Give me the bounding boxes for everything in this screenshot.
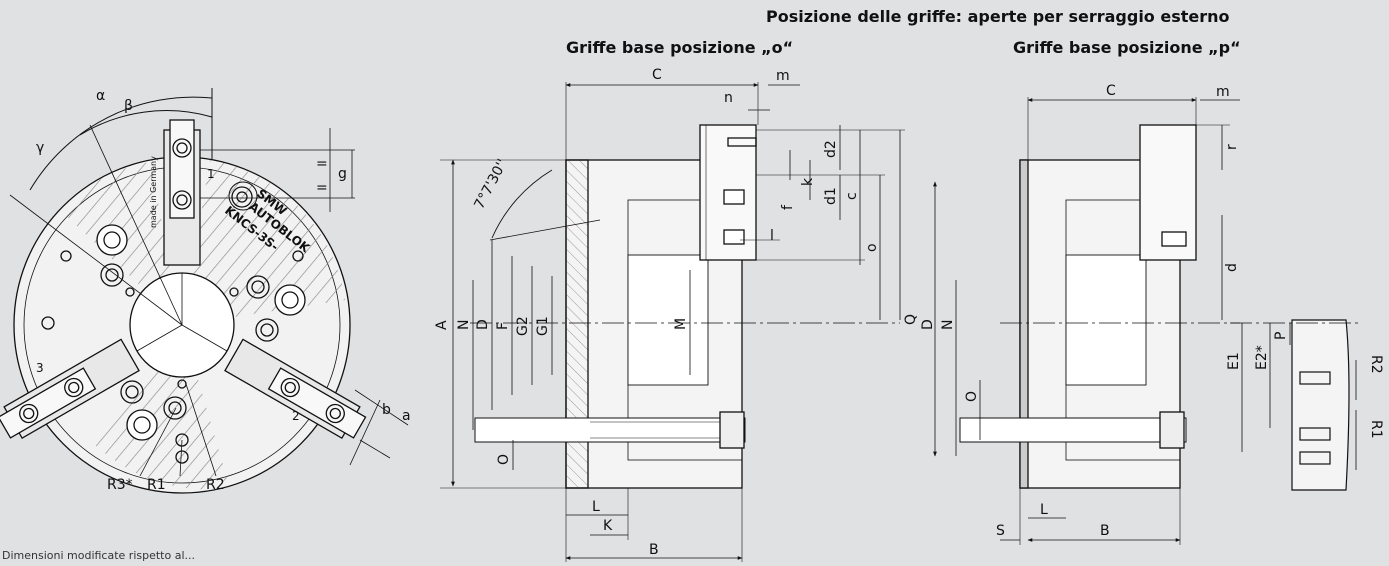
dim-L-o: L [592,499,600,515]
position-title: Posizione delle griffe: aperte per serra… [766,7,1230,26]
gamma-label: γ [36,140,44,156]
dim-O-p: O [964,391,980,402]
jaw-number-2: 2 [292,409,300,423]
dim-d: d [1224,263,1240,272]
dim-o: o [864,243,880,252]
dim-K: K [603,518,613,534]
dim-A: A [434,320,450,330]
dim-L-p: L [1040,502,1048,518]
alpha-label: α [96,88,105,104]
a-label: a [402,408,411,424]
jaw-number-1: 1 [207,167,215,181]
dim-G1: G1 [535,316,551,336]
dim-N-o: N [456,320,472,330]
dim-d2: d2 [823,140,839,158]
dim-G2: G2 [515,316,531,336]
b-label: b [382,402,391,418]
front-view [0,88,409,494]
dim-k: k [800,177,816,186]
dim-Q: Q [903,314,919,325]
dim-l: l [770,228,774,244]
dim-E2: E2* [1254,345,1270,370]
made-in-germany: made in Germany [149,156,158,228]
dim-d1: d1 [823,187,839,205]
beta-label: β [124,98,133,114]
r2-label: R2 [206,477,225,493]
g-label: g [338,166,347,182]
dim-B-p: B [1100,523,1110,539]
dim-r: r [1224,144,1240,150]
dim-m-o: m [776,68,790,84]
r1-label: R1 [147,477,166,493]
jaws-o-title: Griffe base posizione „o“ [566,38,794,57]
dim-N-p: N [940,320,956,330]
dim-c: c [844,192,860,200]
dim-E1: E1 [1226,352,1242,370]
dim-C-o: C [652,67,662,83]
dim-B-o: B [649,542,659,558]
dim-m-p: m [1216,84,1230,100]
jaws-p-title: Griffe base posizione „p“ [1013,38,1241,57]
section-p [933,97,1240,545]
eq-label-2: = [316,180,328,196]
dim-S: S [996,523,1005,539]
detail-view [1230,319,1360,491]
dim-D-p: D [920,319,936,330]
dim-M: M [673,318,689,330]
dim-n: n [724,90,733,106]
dim-f: f [780,204,796,210]
dim-D-o: D [475,319,491,330]
dim-C-p: C [1106,83,1116,99]
eq-label-1: = [316,156,328,172]
dim-R2-detail: R2 [1368,355,1384,374]
dim-R1-detail: R1 [1368,420,1384,439]
angle-label: 7°7'30'' [471,157,511,212]
dim-O-o: O [496,454,512,465]
footnote: Dimensioni modificate rispetto al... [2,549,195,562]
dim-P: P [1273,332,1289,340]
jaw-number-3: 3 [36,361,44,375]
r3-label: R3* [107,477,133,493]
section-o [440,82,905,562]
dim-F: F [495,322,511,330]
